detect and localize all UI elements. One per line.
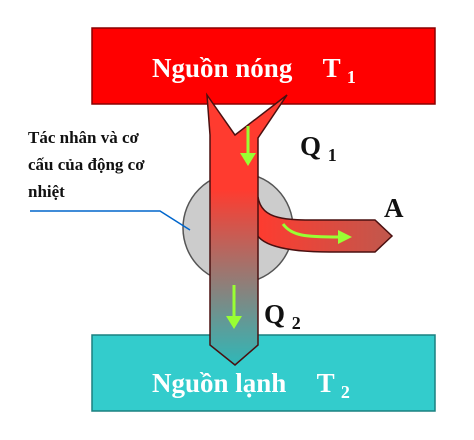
cold-source-name: Nguồn lạnh (152, 368, 286, 398)
hot-temp-symbol: T (323, 53, 341, 83)
hot-source-label: Nguồn nóng T 1 (152, 53, 356, 87)
heat-in-index: 1 (328, 145, 337, 165)
agent-label-line-3: nhiệt (28, 182, 65, 201)
hot-temp-index: 1 (347, 67, 356, 87)
arrow-heat-in (240, 126, 256, 166)
heat-in-label: Q 1 (300, 131, 337, 165)
heat-out-label: Q 2 (264, 299, 301, 333)
arrow-heat-out (226, 285, 242, 329)
cold-source-label: Nguồn lạnh T 2 (152, 368, 350, 402)
work-output-branch (254, 196, 394, 253)
agent-label-line-1: Tác nhân và cơ (28, 128, 139, 147)
heat-out-index: 2 (292, 313, 301, 333)
work-label: A (384, 193, 404, 223)
heat-in-symbol: Q (300, 131, 321, 161)
agent-label-line-2: cấu của động cơ (28, 155, 145, 174)
cold-source-box (91, 334, 436, 412)
arrow-work (281, 223, 352, 244)
heat-out-symbol: Q (264, 299, 285, 329)
hot-source-box (91, 27, 436, 105)
cold-temp-index: 2 (341, 382, 350, 402)
hot-source-name: Nguồn nóng (152, 53, 293, 83)
cold-temp-symbol: T (317, 368, 335, 398)
heat-flow-channel (206, 92, 288, 366)
agent-label: Tác nhân và cơ cấu của động cơ nhiệt (28, 124, 218, 205)
agent-pointer-line (30, 210, 191, 231)
